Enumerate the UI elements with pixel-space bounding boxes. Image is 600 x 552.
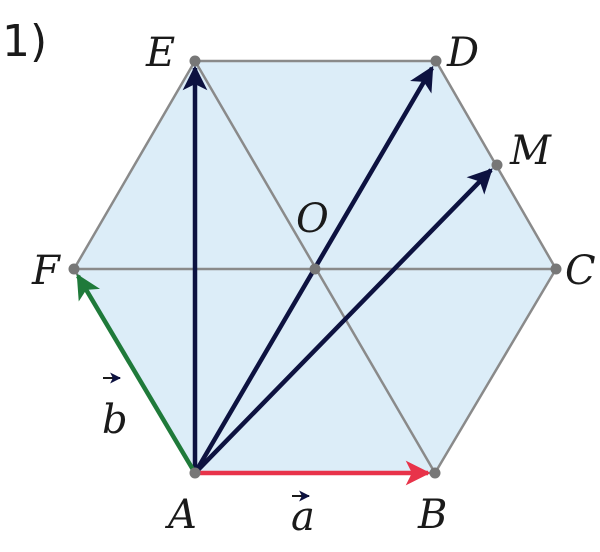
- problem-number: 1): [2, 16, 47, 67]
- point-b: [429, 467, 441, 479]
- point-a: [189, 467, 201, 479]
- label-d: D: [446, 30, 479, 76]
- label-c: C: [565, 248, 596, 294]
- label-a: A: [164, 492, 197, 538]
- vector-af: [76, 273, 197, 475]
- label-b: B: [417, 492, 447, 538]
- label-m: M: [509, 128, 552, 174]
- point-c: [550, 263, 562, 275]
- label-vector-b: b: [102, 397, 128, 443]
- label-vector-a: a: [291, 494, 315, 540]
- point-o: [309, 263, 321, 275]
- label-f: F: [31, 248, 61, 294]
- point-f: [68, 263, 80, 275]
- label-o: O: [296, 196, 329, 242]
- point-d: [430, 55, 442, 67]
- label-e: E: [145, 30, 175, 76]
- vector-am: [193, 168, 493, 475]
- point-e: [189, 55, 201, 67]
- point-m: [491, 159, 503, 171]
